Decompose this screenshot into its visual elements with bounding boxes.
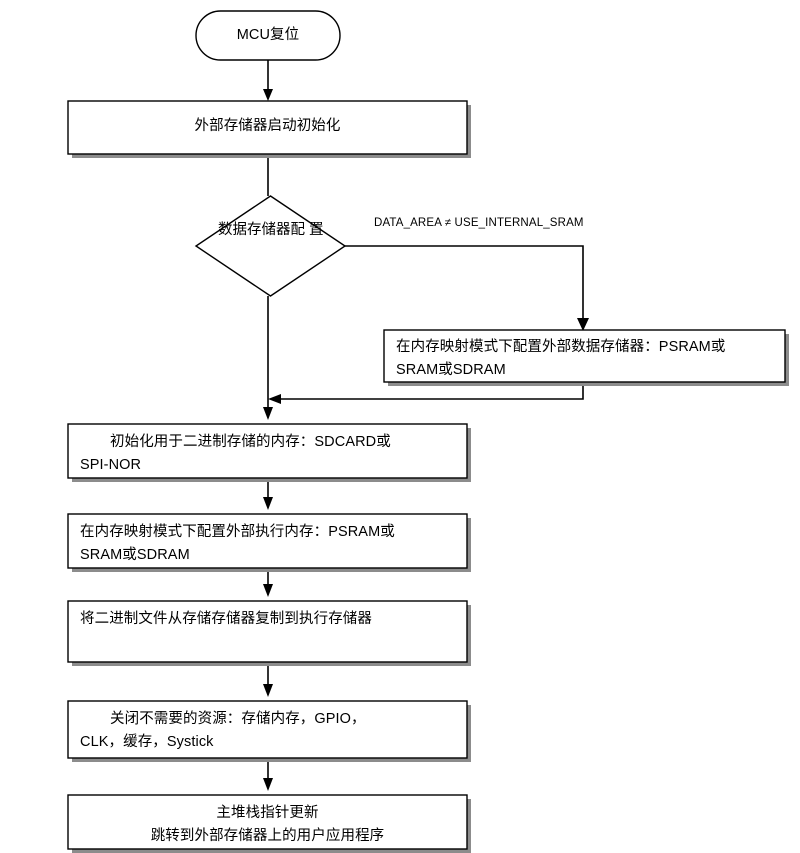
node-init-ext-mem [67, 100, 471, 158]
node-jump-to-app [67, 794, 471, 853]
edge-decision-down [263, 296, 273, 420]
edge-close-to-jump [263, 758, 273, 791]
node-start-label: MCU复位 [236, 27, 300, 43]
node-config-ext-exec-mem-label: 在内存映射模式下配置外部执行内存：PSRAM或 SRAM或SDRAM [80, 524, 395, 563]
edge-start-to-init [263, 60, 273, 101]
node-init-ext-mem-label: 外部存储器启动初始化 [194, 118, 341, 134]
edge-exec-to-copy [263, 568, 273, 597]
node-copy-binary [67, 600, 471, 666]
node-start [195, 10, 341, 61]
edge-branch-merge-left [268, 382, 584, 404]
node-decision-data-mem-label: 数据存储器配 置 [218, 222, 324, 238]
edge-binary-to-exec [263, 478, 273, 510]
node-config-ext-exec-mem [67, 513, 471, 572]
edge-label-data-area-condition: DATA_AREA ≠ USE_INTERNAL_SRAM [374, 217, 584, 229]
node-jump-to-app-label: 主堆栈指针更新 跳转到外部存储器上的用户应用程序 [150, 805, 385, 844]
edge-copy-to-close [263, 662, 273, 697]
node-init-binary-storage [67, 423, 471, 482]
node-config-ext-data-mem [383, 329, 789, 386]
node-close-resources-label: 关闭不需要的资源：存储内存，GPIO， CLK，缓存，Systick [80, 711, 366, 750]
node-config-ext-data-mem-label: 在内存映射模式下配置外部数据存储器：PSRAM或 SRAM或SDRAM [396, 339, 726, 378]
node-decision-data-mem [194, 195, 347, 297]
node-init-binary-storage-label: 初始化用于二进制存储的内存：SDCARD或 SPI-NOR [80, 434, 391, 473]
edge-decision-branch-right [345, 245, 589, 331]
node-close-resources [67, 700, 471, 762]
node-copy-binary-label: 将二进制文件从存储存储器复制到执行存储器 [80, 611, 372, 627]
